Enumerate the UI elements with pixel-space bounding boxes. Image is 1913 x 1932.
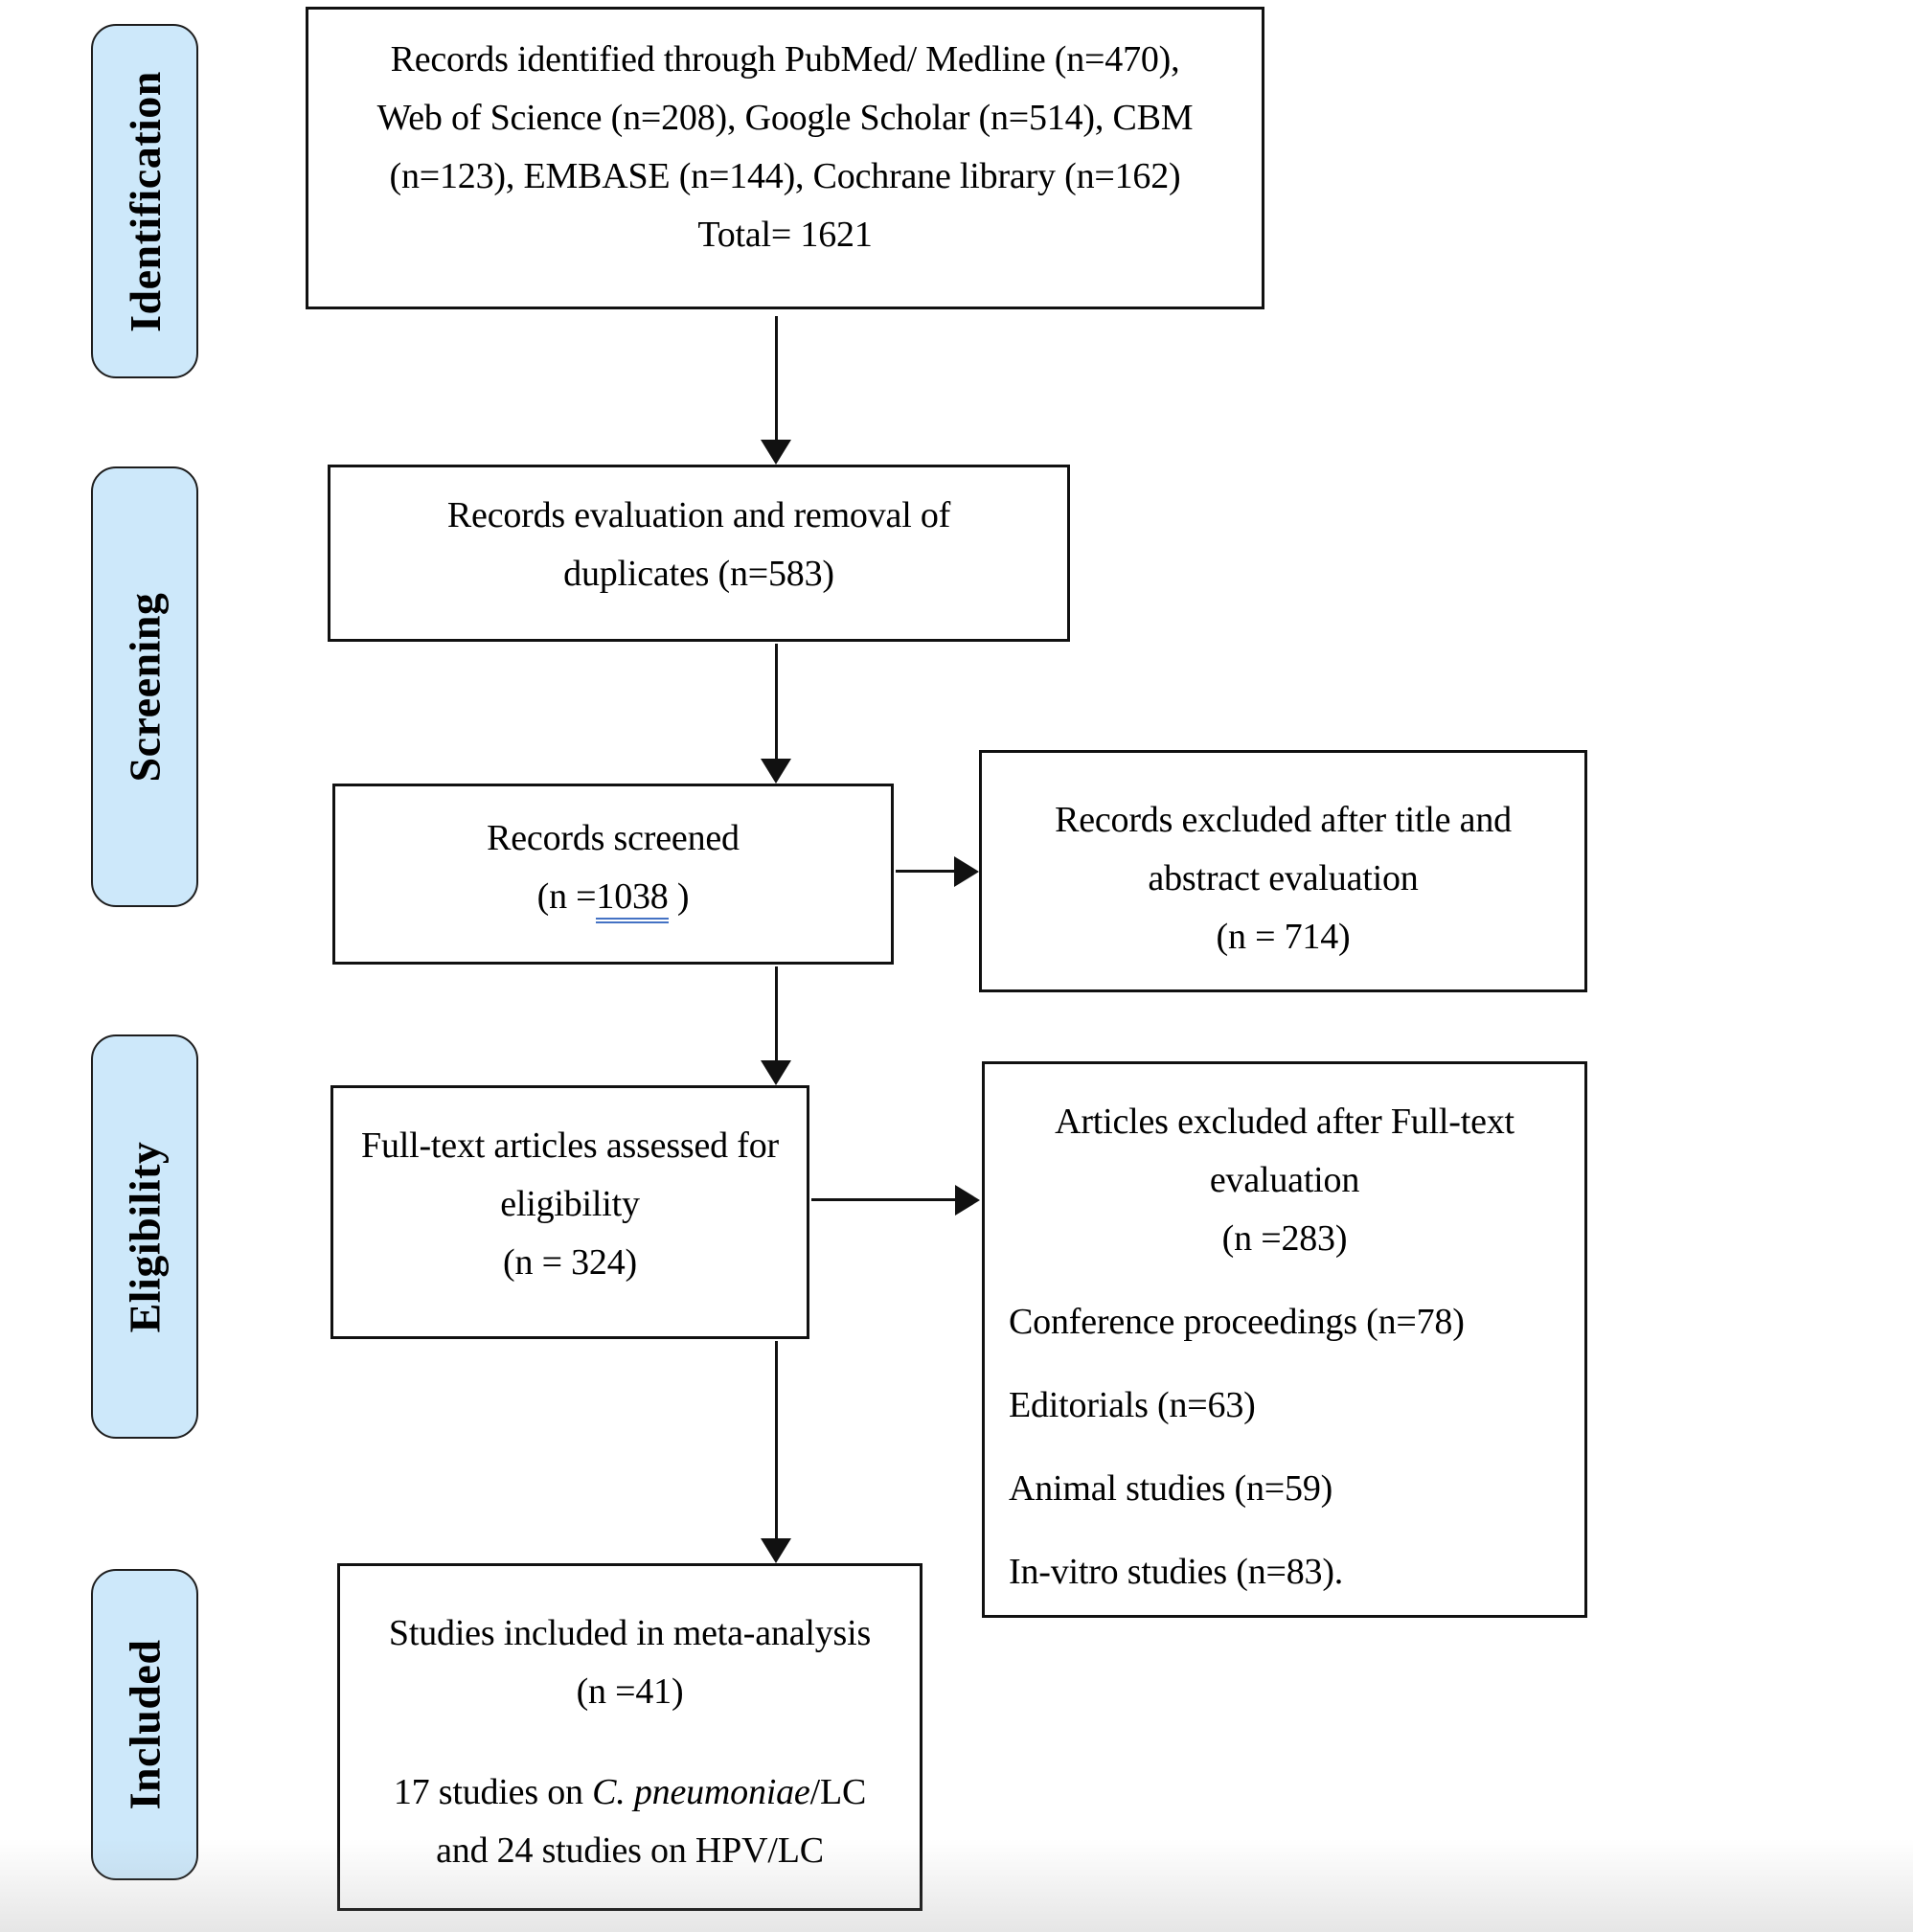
box-excluded-fulltext: Articles excluded after Full-text evalua…: [982, 1061, 1587, 1618]
excluded-fulltext-line: Articles excluded after Full-text: [1055, 1102, 1514, 1142]
excluded-reason: Editorials (n=63): [1009, 1385, 1256, 1425]
excluded-fulltext-count: (n =283): [1221, 1218, 1348, 1259]
box-records-screened: Records screened (n =1038 ): [332, 784, 894, 965]
box-excluded-title-abstract: Records excluded after title and abstrac…: [979, 750, 1587, 992]
box-records-identified: Records identified through PubMed/ Medli…: [306, 7, 1264, 309]
excluded-title-line: abstract evaluation: [1148, 858, 1419, 898]
stage-identification-label: Identification: [120, 70, 170, 332]
excluded-title-count: (n = 714): [1216, 917, 1351, 957]
excluded-title-line: Records excluded after title and: [1055, 800, 1512, 840]
arrow-right-icon: [954, 856, 979, 887]
records-identified-line: (n=123), EMBASE (n=144), Cochrane librar…: [389, 156, 1181, 196]
included-detail-line2: and 24 studies on HPV/LC: [436, 1830, 824, 1871]
included-detail: 17 studies on C. pneumoniae/LC and 24 st…: [340, 1763, 920, 1880]
arrow-fulltext-to-included-line: [775, 1341, 778, 1538]
included-detail-species: C. pneumoniae: [592, 1772, 810, 1812]
arrow-screened-to-fulltext-line: [775, 966, 778, 1060]
stage-eligibility-label: Eligibility: [120, 1141, 170, 1332]
included-line: Studies included in meta-analysis: [388, 1613, 872, 1653]
stage-identification: Identification: [91, 24, 198, 378]
excluded-reason: Conference proceedings (n=78): [1009, 1302, 1465, 1342]
arrow-down-icon: [761, 759, 791, 784]
box-fulltext-assessed: Full-text articles assessed for eligibil…: [330, 1085, 809, 1339]
arrow-right-icon: [955, 1185, 980, 1216]
arrow-down-icon: [761, 440, 791, 465]
stage-screening: Screening: [91, 466, 198, 907]
fulltext-line: Full-text articles assessed for: [361, 1125, 779, 1166]
arrow-screened-to-excluded-line: [896, 870, 956, 873]
records-identified-line: Web of Science (n=208), Google Scholar (…: [376, 98, 1194, 138]
stage-screening-label: Screening: [120, 592, 170, 782]
stage-included-label: Included: [120, 1639, 170, 1810]
excluded-reason: In-vitro studies (n=83).: [1009, 1552, 1344, 1592]
screenshot-bottom-fade: [0, 1839, 1913, 1932]
arrow-down-icon: [761, 1538, 791, 1563]
records-screened-line: Records screened: [487, 818, 740, 858]
screened-n-prefix: (n =: [536, 876, 597, 917]
fulltext-count: (n = 324): [503, 1242, 637, 1283]
fulltext-line: eligibility: [500, 1184, 640, 1224]
excluded-fulltext-line: evaluation: [1209, 1160, 1360, 1200]
arrow-fulltext-to-excluded-line: [811, 1198, 957, 1201]
included-detail-post: /LC: [809, 1772, 867, 1812]
included-detail-line1: 17 studies on C. pneumoniae/LC: [340, 1763, 920, 1822]
stage-included: Included: [91, 1569, 198, 1880]
included-count: (n =41): [576, 1671, 684, 1712]
box-duplicates-removal: Records evaluation and removal of duplic…: [328, 465, 1070, 642]
duplicates-line: Records evaluation and removal of: [446, 495, 951, 535]
records-identified-line: Records identified through PubMed/ Medli…: [390, 39, 1180, 80]
records-identified-total: Total= 1621: [697, 215, 873, 255]
excluded-reason: Animal studies (n=59): [1009, 1468, 1333, 1509]
screened-n-suffix: ): [668, 876, 690, 917]
arrow-identified-to-duplicates-line: [775, 316, 778, 443]
included-detail-pre: 17 studies on: [393, 1772, 593, 1812]
screened-n-value: 1038: [596, 876, 669, 923]
duplicates-line: duplicates (n=583): [563, 554, 834, 594]
arrow-down-icon: [761, 1060, 791, 1085]
excluded-fulltext-reasons: Conference proceedings (n=78) Editorials…: [999, 1293, 1570, 1602]
records-screened-count: (n =1038 ): [335, 868, 891, 926]
box-included-studies: Studies included in meta-analysis (n =41…: [337, 1563, 922, 1911]
arrow-duplicates-to-screened-line: [775, 644, 778, 761]
stage-eligibility: Eligibility: [91, 1034, 198, 1439]
